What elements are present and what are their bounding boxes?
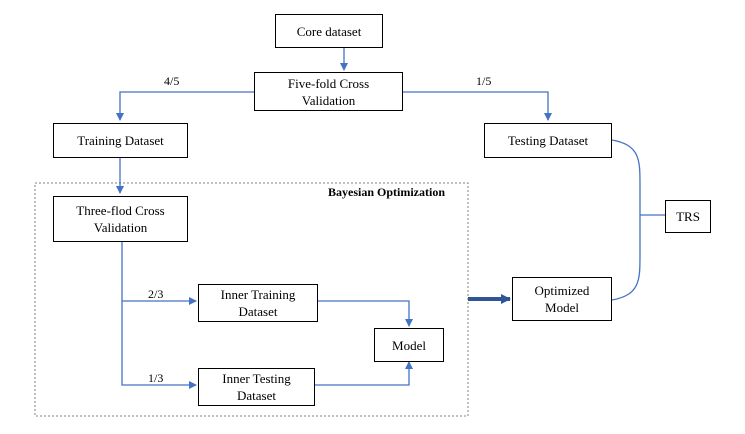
label-one-fifth: 1/5 bbox=[476, 74, 492, 88]
model-node: Model bbox=[374, 328, 444, 362]
edge-optimized-to-trs bbox=[611, 215, 641, 301]
edge-threeflod-to-inner-testing bbox=[121, 301, 197, 389]
edge-fivefold-to-training bbox=[116, 91, 254, 121]
inner-training-dataset-node: Inner Training Dataset bbox=[198, 284, 318, 322]
five-fold-cross-validation-node: Five-fold Cross Validation bbox=[254, 72, 403, 111]
edge-fivefold-to-testing bbox=[402, 91, 552, 121]
edge-testing-to-trs bbox=[611, 139, 665, 216]
label-two-thirds: 2/3 bbox=[148, 287, 164, 301]
training-dataset-node: Training Dataset bbox=[53, 123, 188, 158]
label-four-fifths: 4/5 bbox=[164, 74, 180, 88]
three-flod-cross-validation-node: Three-flod Cross Validation bbox=[53, 196, 188, 242]
inner-testing-dataset-node: Inner Testing Dataset bbox=[198, 368, 315, 406]
edge-inner-training-to-model bbox=[318, 300, 413, 327]
edge-inner-testing-to-model bbox=[315, 361, 413, 386]
core-dataset-node: Core dataset bbox=[275, 14, 383, 48]
trs-node: TRS bbox=[665, 200, 711, 233]
testing-dataset-node: Testing Dataset bbox=[484, 123, 612, 158]
label-one-third: 1/3 bbox=[148, 371, 164, 385]
bayesian-optimization-title: Bayesian Optimization bbox=[328, 185, 446, 199]
optimized-model-node: Optimized Model bbox=[512, 277, 612, 321]
